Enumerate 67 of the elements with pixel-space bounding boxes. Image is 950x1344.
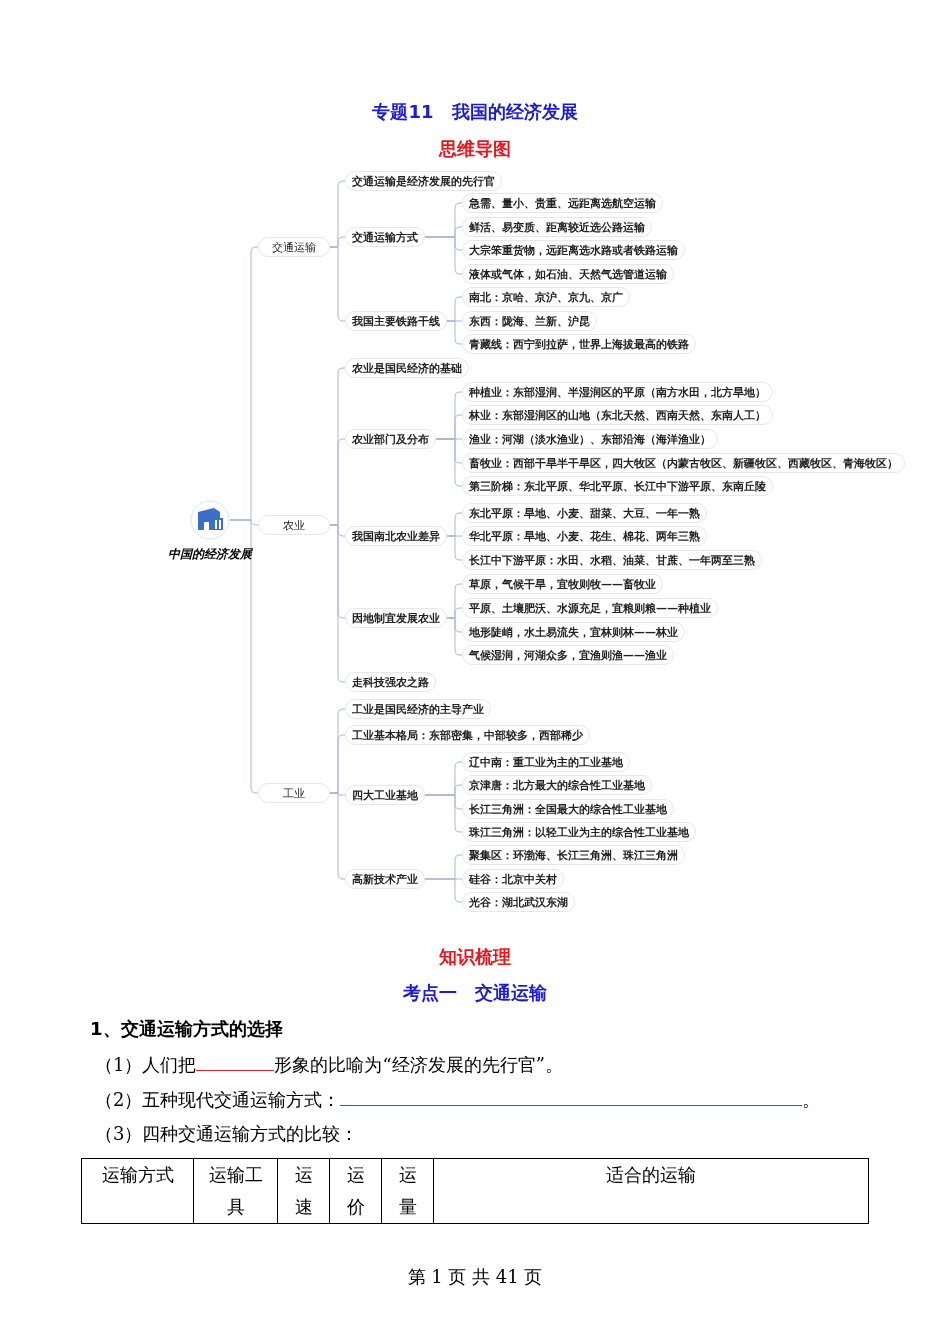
topic-pill: 农业部门及分布	[345, 429, 436, 449]
topic-pill: 大宗笨重货物，远距离选水路或者铁路运输	[462, 240, 685, 260]
section-heading: 思维导图	[437, 137, 512, 161]
topic-pill: 硅谷：北京中关村	[462, 869, 564, 889]
topic-pill: 鲜活、易变质、距离较近选公路运输	[462, 217, 652, 237]
topic-pill: 工业基本格局：东部密集，中部较多，西部稀少	[345, 725, 590, 745]
connector-line	[229, 519, 259, 794]
topic-pill: 交通运输	[258, 237, 330, 257]
topic-pill: 走科技强农之路	[345, 672, 436, 692]
topic-pill: 四大工业基地	[345, 785, 425, 805]
page-title: 专题11 我国的经济发展	[371, 100, 579, 124]
question-text: （3）四种交通运输方式的比较：	[95, 1123, 359, 1144]
topic-pill: 急需、量小、贵重、远距离选航空运输	[462, 193, 663, 213]
topic-pill: 畜牧业：西部干旱半干旱区，四大牧区（内蒙古牧区、新疆牧区、西藏牧区、青海牧区）	[462, 453, 905, 473]
topic-pill: 林业：东部湿润区的山地（东北天然、西南天然、东南人工）	[462, 405, 773, 425]
question-text: 形象的比喻为“经济发展的先行官”。	[274, 1054, 563, 1075]
topic-pill: 高新技术产业	[345, 869, 425, 889]
topic-pill: 东西：陇海、兰新、沪昆	[462, 311, 597, 331]
question-text: （1）人们把	[95, 1054, 197, 1075]
topic-pill: 液体或气体，如石油、天然气选管道运输	[462, 264, 674, 284]
topic-pill: 因地制宜发展农业	[345, 608, 447, 628]
subsection-heading: 考点一 交通运输	[402, 981, 548, 1005]
root-topic-label: 中国的经济发展	[167, 546, 254, 563]
topic-pill: 气候湿润，河湖众多，宜渔则渔——渔业	[462, 645, 674, 665]
connector-line	[446, 535, 463, 561]
topic-pill: 长江中下游平原：水田、水稻、油菜、甘蔗、一年两至三熟	[462, 550, 762, 570]
topic-pill: 交通运输是经济发展的先行官	[345, 171, 502, 191]
topic-pill: 农业是国民经济的基础	[345, 358, 469, 378]
topic-pill: 工业	[258, 783, 330, 803]
topic-pill: 辽中南：重工业为主的工业基地	[462, 752, 630, 772]
column-header: 适合的运输	[433, 1158, 869, 1224]
topic-pill: 地形陡峭，水土易流失，宜林则林——林业	[462, 622, 685, 642]
connector-line	[424, 878, 463, 903]
topic-pill: 草原，气候干旱，宜牧则牧——畜牧业	[462, 574, 663, 594]
topic-pill: 第三阶梯：东北平原、华北平原、长江中下游平原、东南丘陵	[462, 476, 773, 496]
topic-pill: 我国南北农业差异	[345, 526, 447, 546]
column-header: 运输工具	[193, 1158, 278, 1224]
topic-pill: 南北：京哈、京沪、京九、京广	[462, 287, 630, 307]
question-heading: 1、交通运输方式的选择	[90, 1017, 283, 1041]
topic-pill: 我国主要铁路干线	[345, 311, 447, 331]
topic-pill: 农业	[258, 515, 330, 535]
column-header: 运价	[329, 1158, 382, 1224]
column-header: 运量	[381, 1158, 434, 1224]
topic-pill: 青藏线：西宁到拉萨，世界上海拔最高的铁路	[462, 334, 696, 354]
column-header: 运速	[277, 1158, 330, 1224]
topic-pill: 东北平原：旱地、小麦、甜菜、大豆、一年一熟	[462, 503, 707, 523]
topic-pill: 珠江三角洲：以轻工业为主的综合性工业基地	[462, 822, 696, 842]
topic-pill: 聚集区：环渤海、长江三角洲、珠江三角洲	[462, 845, 685, 865]
question-text: 。	[802, 1089, 821, 1110]
topic-pill: 渔业：河湖（淡水渔业）、东部沿海（海洋渔业）	[462, 429, 718, 449]
topic-pill: 平原、土壤肥沃、水源充足，宜粮则粮——种植业	[462, 598, 718, 618]
topic-pill: 交通运输方式	[345, 227, 425, 247]
topic-pill: 光谷：湖北武汉东湖	[462, 892, 575, 912]
question-text: （2）五种现代交通运输方式：	[95, 1089, 341, 1110]
topic-pill: 长江三角洲：全国最大的综合性工业基地	[462, 799, 674, 819]
topic-pill: 华北平原：旱地、小麦、花生、棉花、两年三熟	[462, 526, 707, 546]
topic-pill: 工业是国民经济的主导产业	[345, 699, 491, 719]
column-header: 运输方式	[81, 1158, 194, 1224]
section-heading: 知识梳理	[438, 945, 512, 969]
connector-line	[424, 236, 463, 275]
topic-pill: 京津唐：北方最大的综合性工业基地	[462, 775, 652, 795]
page-footer: 第 1 页 共 41 页	[0, 1265, 950, 1289]
connector-line	[424, 794, 463, 833]
connector-line	[435, 438, 463, 487]
connector-line	[446, 320, 463, 345]
connector-line	[329, 246, 346, 322]
topic-pill: 种植业：东部湿润、半湿润区的平原（南方水田，北方旱地）	[462, 382, 773, 402]
